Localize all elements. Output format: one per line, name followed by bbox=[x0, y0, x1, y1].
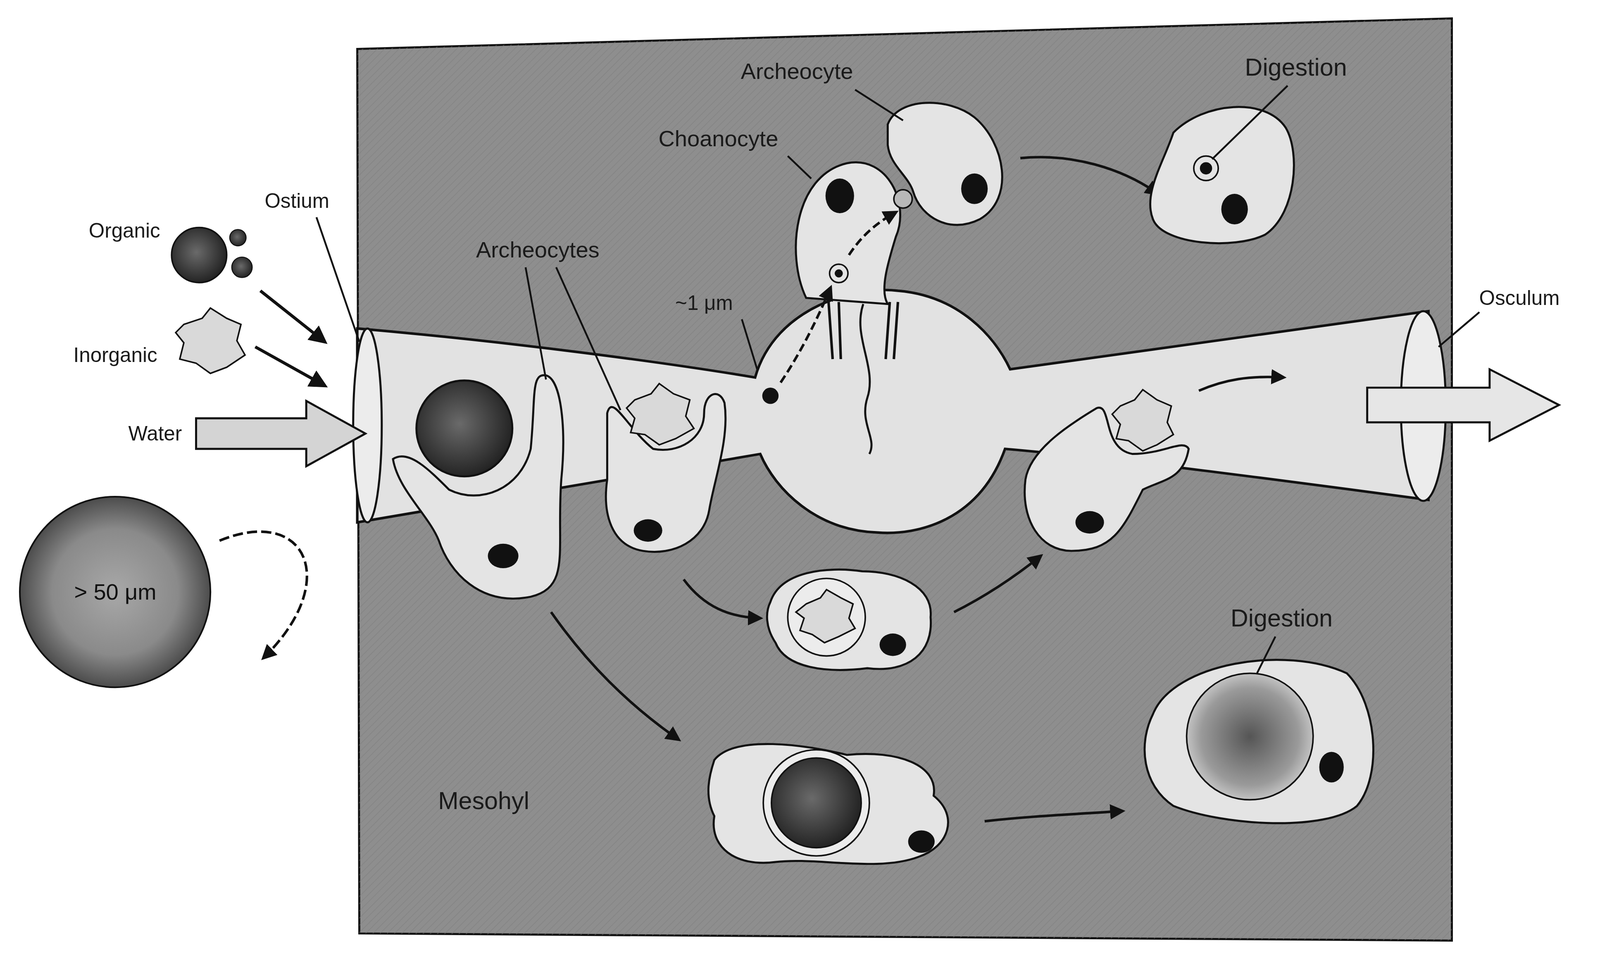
water-arrow bbox=[196, 400, 366, 467]
collar bbox=[828, 302, 898, 360]
cell-body bbox=[795, 162, 901, 305]
wall-hatching bbox=[357, 18, 1453, 941]
vacuole bbox=[763, 750, 870, 857]
part-label: Water bbox=[128, 422, 182, 445]
leader-line bbox=[854, 89, 903, 121]
cell-body bbox=[766, 569, 931, 670]
part-label: Ostium bbox=[264, 189, 329, 212]
part-label: Mesohyl bbox=[438, 787, 530, 815]
archeocyte-cell bbox=[1150, 107, 1294, 244]
part-label: ~1 μm bbox=[675, 291, 734, 315]
transfer-arrow bbox=[848, 211, 896, 255]
food-particle bbox=[834, 269, 843, 278]
food-vacuole bbox=[893, 189, 912, 208]
organic-particle bbox=[416, 380, 513, 477]
particle-circle: > 50 μm bbox=[18, 495, 212, 689]
process-arrow bbox=[551, 611, 679, 740]
part-label: Digestion bbox=[1245, 53, 1348, 81]
cell-body bbox=[1150, 107, 1294, 244]
nucleus bbox=[1319, 751, 1344, 783]
process-arrow bbox=[954, 555, 1041, 612]
inorganic-particle bbox=[795, 589, 855, 643]
choanocyte-cell bbox=[762, 162, 901, 455]
leader-line bbox=[1211, 85, 1288, 160]
archeocyte-cell bbox=[605, 383, 726, 552]
organic-particle bbox=[771, 757, 862, 848]
flow-arrow bbox=[255, 346, 325, 386]
nucleus bbox=[488, 543, 519, 569]
leader-line bbox=[741, 319, 758, 370]
leader-line bbox=[787, 156, 812, 179]
cell-body bbox=[887, 102, 1003, 226]
leader-line bbox=[525, 267, 546, 380]
archeocyte-cell bbox=[766, 569, 931, 670]
nucleus bbox=[908, 830, 935, 853]
leader-line bbox=[556, 267, 621, 411]
nucleus bbox=[879, 633, 907, 656]
flow-arrow bbox=[260, 290, 325, 342]
archeocyte-cell bbox=[1144, 659, 1374, 824]
process-arrow bbox=[683, 579, 761, 619]
leader-lines bbox=[316, 85, 1480, 674]
organic-particle bbox=[171, 227, 227, 283]
size-label: > 50 μm bbox=[74, 578, 157, 605]
rejection-arrow bbox=[219, 531, 307, 659]
leader-line bbox=[1257, 636, 1276, 674]
part-label: Osculum bbox=[1479, 286, 1560, 310]
leader-line bbox=[1438, 311, 1480, 347]
process-arrow bbox=[1198, 376, 1284, 391]
archeocyte-cell bbox=[887, 102, 1003, 226]
food-particle bbox=[1200, 162, 1213, 175]
inorganic-particle bbox=[626, 383, 694, 445]
process-arrow bbox=[984, 811, 1123, 822]
cell-body bbox=[708, 743, 948, 864]
food-particle bbox=[762, 387, 779, 404]
water-arrow bbox=[1367, 369, 1560, 441]
archeocyte-cell bbox=[708, 743, 948, 864]
archeocyte-cell bbox=[392, 375, 564, 599]
part-label: Organic bbox=[88, 219, 161, 242]
nucleus bbox=[1075, 511, 1105, 534]
part-label: Archeocytes bbox=[476, 237, 600, 263]
leader-line bbox=[316, 217, 360, 342]
part-label: Inorganic bbox=[73, 343, 158, 367]
sponge-wall bbox=[357, 18, 1453, 941]
nucleus bbox=[961, 173, 988, 205]
nucleus bbox=[1221, 193, 1248, 225]
part-label: Choanocyte bbox=[658, 126, 779, 152]
archeocyte-cell bbox=[1024, 389, 1189, 551]
digestive-vacuole bbox=[1186, 673, 1314, 800]
particle-shape bbox=[19, 496, 211, 688]
inorganic-particle bbox=[1111, 389, 1174, 451]
vacuole bbox=[787, 578, 866, 657]
food-vacuole bbox=[1193, 156, 1219, 181]
ostium-opening bbox=[353, 328, 382, 523]
inorganic-particle bbox=[175, 308, 246, 374]
organic-particle bbox=[231, 257, 253, 278]
part-label: Digestion bbox=[1230, 604, 1333, 632]
transfer-arrow bbox=[780, 287, 831, 383]
nucleus bbox=[633, 519, 663, 542]
flagellum bbox=[860, 304, 872, 455]
process-arrow bbox=[1020, 157, 1158, 194]
part-label: Archeocyte bbox=[740, 59, 854, 84]
food-vacuole bbox=[829, 264, 848, 283]
nucleus bbox=[825, 178, 855, 214]
cell-body bbox=[1144, 659, 1374, 824]
organic-particle bbox=[229, 229, 246, 246]
cell-body bbox=[392, 375, 564, 599]
